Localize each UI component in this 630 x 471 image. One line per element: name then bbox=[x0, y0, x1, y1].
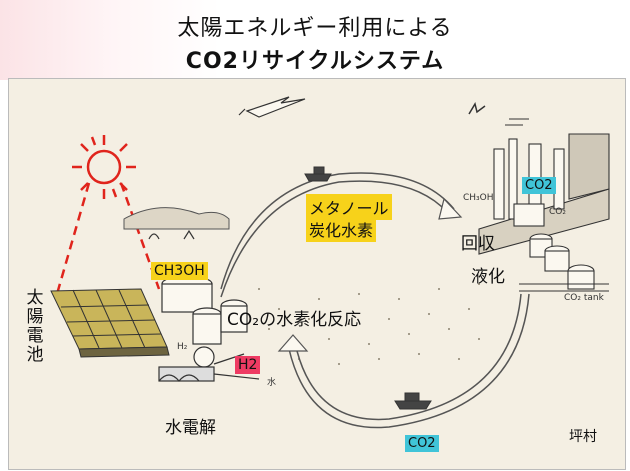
sunlight-beam bbox=[55, 182, 161, 295]
bird-icon bbox=[468, 102, 486, 115]
title-line-1: 太陽エネルギー利用による bbox=[177, 16, 453, 41]
diagram-drawing bbox=[50, 96, 610, 429]
author-label: 坪村 bbox=[569, 429, 597, 445]
hydrocarbon-label: 炭化水素 bbox=[306, 216, 377, 242]
title-line-2: CO2リサイクルシステム bbox=[185, 49, 445, 74]
mountain-range bbox=[123, 207, 230, 230]
methanol-plant bbox=[148, 229, 260, 382]
recovery-label: 回収 bbox=[461, 234, 495, 254]
electrolysis-label: 水電解 bbox=[165, 418, 216, 438]
h2-small-label: H₂ bbox=[177, 342, 188, 352]
water-small-label: 水 bbox=[267, 378, 277, 388]
sun-icon bbox=[72, 135, 136, 199]
title-banner: 太陽エネルギー利用による CO2リサイクルシステム bbox=[0, 0, 630, 80]
airplane-icon bbox=[238, 96, 306, 118]
co2-small-label: CO₂ bbox=[549, 207, 566, 217]
industrial-plant bbox=[478, 133, 610, 292]
liquefaction-label: 液化 bbox=[471, 267, 505, 287]
solar-cell-label: 太陽電池 bbox=[26, 288, 44, 365]
ship-icon-top bbox=[304, 166, 332, 182]
ch3oh-label: CH3OH bbox=[151, 262, 208, 280]
diagram-illustration: 太陽電池 CH3OH CO₂の水素化反応 H₂ H2 水 水電解 メタノール 炭… bbox=[8, 78, 626, 470]
methanol-flow-arrow bbox=[220, 172, 455, 290]
ship-icon-bottom bbox=[394, 392, 432, 410]
h2-label: H2 bbox=[235, 356, 261, 374]
co2-hydrogenation-label: CO₂の水素化反応 bbox=[227, 310, 362, 330]
methanol-label: メタノール bbox=[306, 194, 392, 220]
co2-return-label: CO2 bbox=[405, 435, 439, 452]
co2-flow-arrow bbox=[288, 293, 530, 429]
solar-panel bbox=[50, 288, 170, 358]
ch3oh-small-label: CH₃OH bbox=[463, 193, 494, 203]
co2-tank-label: CO₂ tank bbox=[564, 293, 604, 303]
co2-plant-label: CO2 bbox=[522, 177, 556, 194]
